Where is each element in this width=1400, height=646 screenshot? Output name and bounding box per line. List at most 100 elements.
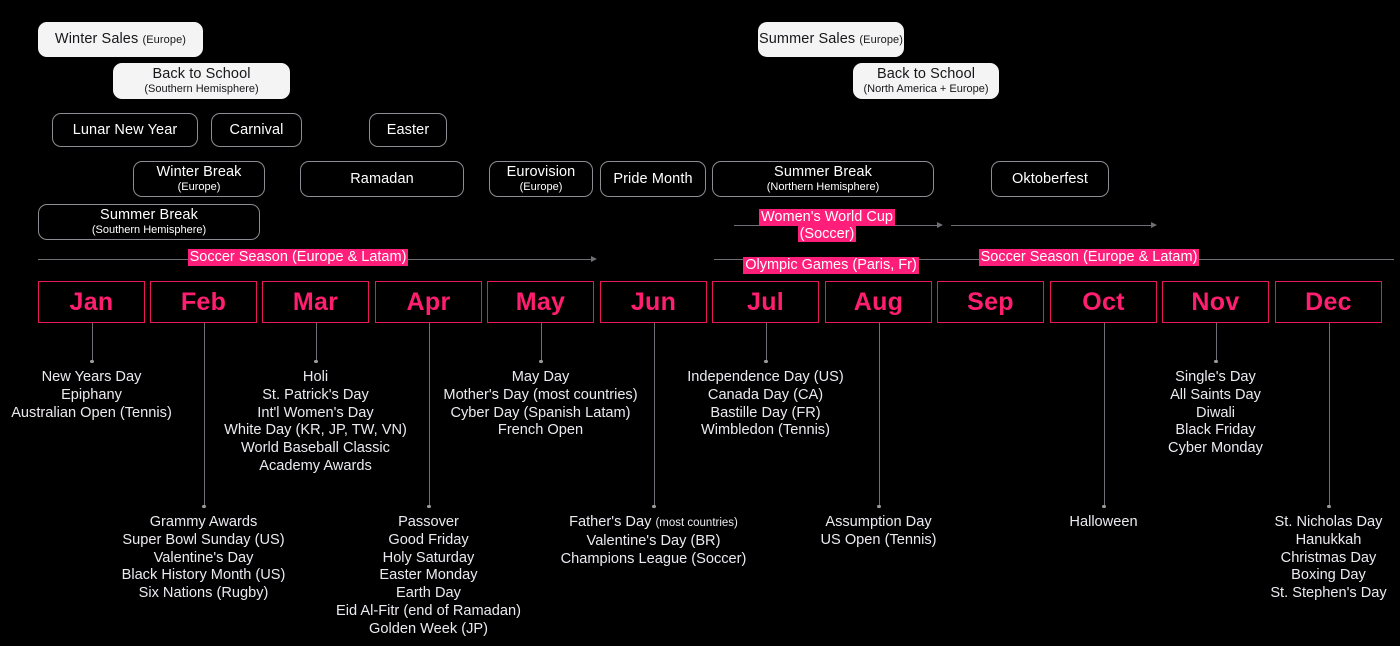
event-item: St. Patrick's Day bbox=[224, 387, 407, 405]
month-box-feb[interactable]: Feb bbox=[150, 281, 257, 323]
banner-carnival[interactable]: Carnival bbox=[211, 113, 302, 147]
range-label-olympic-games: Olympic Games (Paris, Fr) bbox=[743, 257, 919, 275]
event-name: Australian Open (Tennis) bbox=[11, 404, 172, 421]
event-item: White Day (KR, JP, TW, VN) bbox=[224, 422, 407, 440]
event-item: World Baseball Classic bbox=[224, 440, 407, 458]
event-name: St. Stephen's Day bbox=[1270, 585, 1387, 602]
range-label-line1: Women's World Cup bbox=[759, 209, 895, 227]
month-label: Feb bbox=[180, 287, 227, 316]
event-name: Black History Month (US) bbox=[121, 567, 286, 584]
banner-ramadan[interactable]: Ramadan bbox=[300, 161, 464, 197]
banner-title: Winter Break bbox=[156, 164, 242, 181]
event-item: Christmas Day bbox=[1270, 550, 1386, 568]
banner-title: Summer Sales (Europe) bbox=[758, 31, 904, 48]
banner-title: Pride Month bbox=[613, 170, 693, 187]
event-item: St. Nicholas Day bbox=[1270, 514, 1386, 532]
banner-title: Eurovision bbox=[506, 164, 576, 181]
event-item: Australian Open (Tennis) bbox=[11, 405, 172, 423]
month-box-aug[interactable]: Aug bbox=[825, 281, 932, 323]
event-item: Canada Day (CA) bbox=[687, 387, 844, 405]
event-name: Hanukkah bbox=[1295, 531, 1362, 548]
event-item: Passover bbox=[336, 514, 521, 532]
event-item: French Open bbox=[443, 422, 637, 440]
month-label: Jun bbox=[630, 287, 677, 316]
range-arrowhead-womens-world-cup-cont bbox=[1151, 222, 1157, 228]
banner-winter-break[interactable]: Winter Break(Europe) bbox=[133, 161, 265, 197]
month-label: Aug bbox=[853, 287, 904, 316]
event-item: Holi bbox=[224, 369, 407, 387]
event-name: Golden Week (JP) bbox=[369, 620, 488, 637]
event-list-jul: Independence Day (US)Canada Day (CA)Bast… bbox=[687, 369, 844, 440]
connector-tick-jan bbox=[90, 323, 94, 364]
banner-title: Ramadan bbox=[350, 170, 414, 187]
event-name: New Years Day bbox=[41, 369, 142, 385]
event-name: Canada Day (CA) bbox=[707, 386, 824, 403]
month-box-may[interactable]: May bbox=[487, 281, 594, 323]
event-name: Father's Day bbox=[569, 514, 652, 530]
month-box-sep[interactable]: Sep bbox=[937, 281, 1044, 323]
banner-title: Summer Break bbox=[774, 164, 872, 181]
banner-lunar-new-year[interactable]: Lunar New Year bbox=[52, 113, 198, 147]
event-name: Bastille Day (FR) bbox=[710, 404, 821, 421]
banner-title: Summer Break bbox=[100, 207, 198, 224]
event-item: Good Friday bbox=[336, 532, 521, 550]
month-label: Dec bbox=[1305, 287, 1352, 316]
banner-summer-break-nh[interactable]: Summer Break(Northern Hemisphere) bbox=[712, 161, 934, 197]
month-box-apr[interactable]: Apr bbox=[375, 281, 482, 323]
banner-eurovision[interactable]: Eurovision(Europe) bbox=[489, 161, 593, 197]
range-arrowhead-soccer-season-left bbox=[591, 256, 597, 262]
event-item: New Years Day bbox=[11, 369, 172, 387]
banner-summer-break-sh[interactable]: Summer Break(Southern Hemisphere) bbox=[38, 204, 260, 240]
banner-pride-month[interactable]: Pride Month bbox=[600, 161, 706, 197]
event-item: Valentine's Day bbox=[122, 550, 286, 568]
event-item: Cyber Monday bbox=[1168, 440, 1263, 458]
event-name: Six Nations (Rugby) bbox=[138, 585, 269, 602]
month-label: Jul bbox=[746, 287, 785, 316]
banner-winter-sales[interactable]: Winter Sales (Europe) bbox=[38, 22, 203, 57]
event-name: Super Bowl Sunday (US) bbox=[122, 531, 285, 548]
banner-easter[interactable]: Easter bbox=[369, 113, 447, 147]
event-item: Diwali bbox=[1168, 405, 1263, 423]
banner-back-to-school-sh[interactable]: Back to School(Southern Hemisphere) bbox=[113, 63, 290, 99]
event-item: Cyber Day (Spanish Latam) bbox=[443, 405, 637, 423]
banner-summer-sales[interactable]: Summer Sales (Europe) bbox=[758, 22, 904, 57]
month-label: Mar bbox=[292, 287, 339, 316]
month-box-oct[interactable]: Oct bbox=[1050, 281, 1157, 323]
event-item: Independence Day (US) bbox=[687, 369, 844, 387]
event-name: World Baseball Classic bbox=[241, 440, 390, 457]
event-name: Valentine's Day (BR) bbox=[586, 532, 721, 549]
range-label-soccer-season-right: Soccer Season (Europe & Latam) bbox=[978, 249, 1200, 267]
banner-back-to-school-nae[interactable]: Back to School(North America + Europe) bbox=[853, 63, 999, 99]
connector-tick-may bbox=[539, 323, 543, 364]
event-name: St. Nicholas Day bbox=[1274, 514, 1383, 530]
event-item: Hanukkah bbox=[1270, 532, 1386, 550]
banner-oktoberfest[interactable]: Oktoberfest bbox=[991, 161, 1109, 197]
event-name: Cyber Monday bbox=[1168, 440, 1263, 457]
month-box-jun[interactable]: Jun bbox=[600, 281, 707, 323]
event-name: Boxing Day bbox=[1291, 567, 1366, 584]
event-name: Single's Day bbox=[1175, 369, 1256, 385]
event-item: Earth Day bbox=[336, 585, 521, 603]
event-name: Assumption Day bbox=[825, 514, 932, 530]
month-box-jan[interactable]: Jan bbox=[38, 281, 145, 323]
event-item: Eid Al-Fitr (end of Ramadan) bbox=[336, 603, 521, 621]
event-item: Halloween bbox=[1069, 514, 1137, 532]
event-item: Golden Week (JP) bbox=[336, 621, 521, 639]
month-box-mar[interactable]: Mar bbox=[262, 281, 369, 323]
event-item: Black Friday bbox=[1168, 422, 1263, 440]
event-qualifier: (most countries) bbox=[655, 517, 738, 529]
month-box-jul[interactable]: Jul bbox=[712, 281, 819, 323]
month-box-dec[interactable]: Dec bbox=[1275, 281, 1382, 323]
event-name: Earth Day bbox=[396, 585, 461, 602]
event-name: Good Friday bbox=[388, 531, 469, 548]
banner-title: Back to School bbox=[152, 66, 251, 83]
event-item: Holy Saturday bbox=[336, 550, 521, 568]
month-box-nov[interactable]: Nov bbox=[1162, 281, 1269, 323]
range-label-soccer-season-left: Soccer Season (Europe & Latam) bbox=[187, 249, 409, 267]
event-name: US Open (Tennis) bbox=[820, 531, 937, 548]
event-item: Father's Day (most countries) bbox=[561, 514, 747, 533]
